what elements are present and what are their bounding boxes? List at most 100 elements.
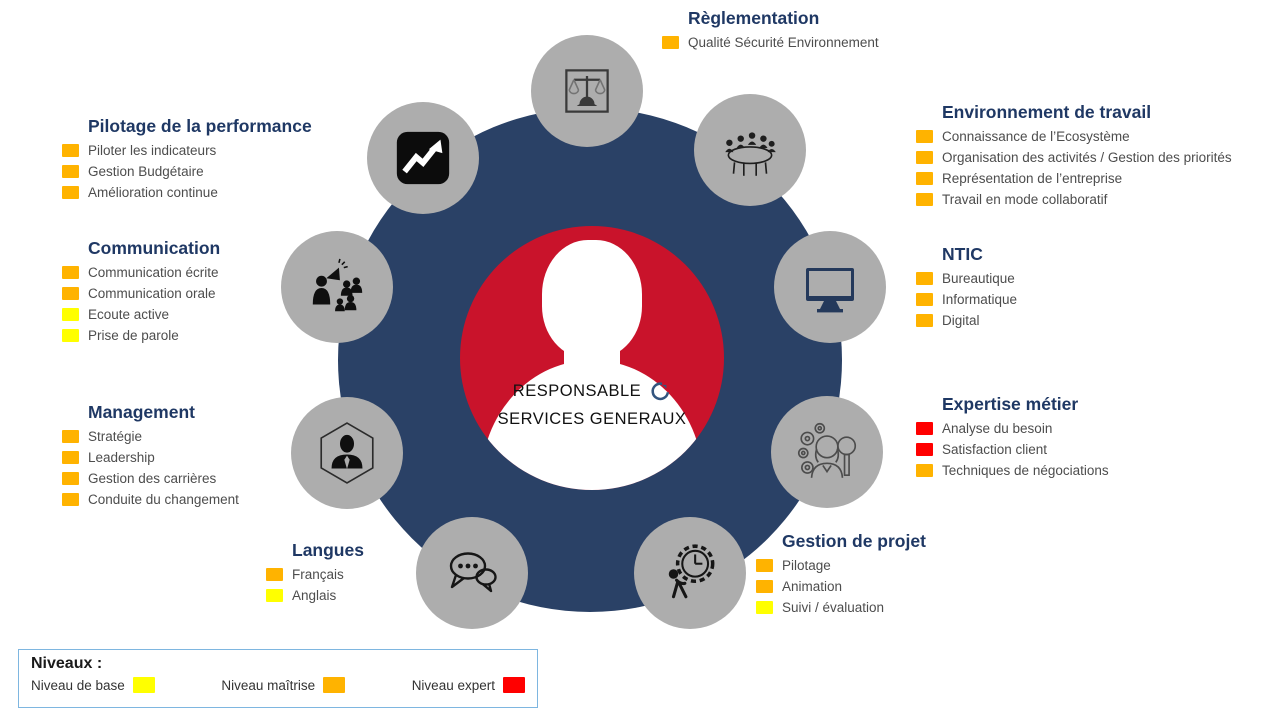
level-base-square (132, 677, 155, 693)
skill-label: Stratégie (88, 429, 143, 444)
legend-label: Niveau expert (411, 677, 495, 693)
satellite-management (291, 397, 403, 509)
satellite-ntic (774, 231, 886, 343)
skill-label: Anglais (292, 588, 337, 603)
skill-label: Techniques de négociations (942, 463, 1109, 478)
level-square-maitrise (62, 472, 79, 485)
level-square-maitrise (916, 151, 933, 164)
skill-item: Ecoute active (62, 307, 220, 322)
skill-label: Prise de parole (88, 328, 179, 343)
skill-item: Prise de parole (62, 328, 220, 343)
skill-item: Techniques de négociations (916, 463, 1109, 478)
skill-label: Organisation des activités / Gestion des… (942, 150, 1232, 165)
skill-item: Analyse du besoin (916, 421, 1109, 436)
level-square-base (62, 308, 79, 321)
level-square-base (62, 329, 79, 342)
satellite-environnement-de-travail (694, 94, 806, 206)
skill-label: Gestion des carrières (88, 471, 217, 486)
category-reglementation: Règlementation Qualité Sécurité Environn… (662, 8, 879, 56)
level-square-maitrise (62, 186, 79, 199)
level-square-maitrise (916, 272, 933, 285)
level-square-maitrise (916, 314, 933, 327)
category-title: Management (88, 402, 195, 422)
category-title: NTIC (942, 244, 983, 264)
skill-label: Bureautique (942, 271, 1015, 286)
level-square-maitrise (756, 580, 773, 593)
skill-label: Ecoute active (88, 307, 170, 322)
category-title: Communication (88, 238, 221, 258)
analyst-gears-magnifier-icon (797, 422, 857, 478)
satellite-reglementation (531, 35, 643, 147)
skill-label: Amélioration continue (88, 185, 218, 200)
skill-item: Français (266, 567, 364, 582)
skill-item: Organisation des activités / Gestion des… (916, 150, 1232, 165)
skill-item: Communication écrite (62, 265, 220, 280)
level-square-expert (916, 443, 933, 456)
center-role-circle: RESPONSABLE SERVICES GENERAUX (460, 226, 724, 490)
skill-item: Digital (916, 313, 1017, 328)
legend-title: Niveaux : (31, 655, 103, 672)
satellite-gestion-de-projet (634, 517, 746, 629)
level-square-maitrise (266, 568, 283, 581)
skill-item: Qualité Sécurité Environnement (662, 35, 879, 50)
skill-list: Qualité Sécurité Environnement (662, 35, 879, 50)
role-title-line1: RESPONSABLE (512, 381, 642, 400)
level-expert-square (502, 677, 525, 693)
skill-item: Gestion Budgétaire (62, 164, 312, 179)
skill-label: Gestion Budgétaire (88, 164, 204, 179)
category-environnement-de-travail: Environnement de travail Connaissance de… (916, 102, 1232, 213)
level-square-maitrise (62, 144, 79, 157)
skill-item: Leadership (62, 450, 239, 465)
level-square-maitrise (662, 36, 679, 49)
speech-bubbles-icon (449, 552, 497, 593)
level-square-maitrise (62, 165, 79, 178)
skill-item: Représentation de l’entreprise (916, 171, 1232, 186)
skill-item: Suivi / évaluation (756, 600, 926, 615)
level-square-maitrise (916, 293, 933, 306)
scales-icon (565, 69, 609, 113)
meeting-table-icon (725, 132, 776, 176)
level-square-maitrise (756, 559, 773, 572)
level-square-maitrise (62, 266, 79, 279)
legend-label: Niveau de base (31, 677, 125, 693)
skill-label: Informatique (942, 292, 1018, 307)
businessman-hexagon-icon (320, 422, 374, 484)
level-square-maitrise (916, 130, 933, 143)
satellite-communication (281, 231, 393, 343)
skill-label: Suivi / évaluation (782, 600, 885, 615)
skill-label: Satisfaction client (942, 442, 1048, 457)
skill-item: Animation (756, 579, 926, 594)
skill-label: Connaissance de l’Ecosystème (942, 129, 1130, 144)
legend-entry-base: Niveau de base (31, 677, 155, 693)
satellite-expertise-metier (771, 396, 883, 508)
monitor-icon (806, 268, 854, 313)
levels-legend: Niveaux : Niveau de base Niveau maîtrise… (18, 649, 538, 708)
skill-label: Digital (942, 313, 980, 328)
category-pilotage-de-la-performance: Pilotage de la performance Piloter les i… (62, 116, 312, 206)
trending-chart-icon (396, 131, 450, 185)
category-title: Environnement de travail (942, 102, 1152, 122)
role-title-line2: SERVICES GENERAUX (497, 410, 687, 428)
level-maitrise-square (323, 677, 346, 693)
skill-item: Conduite du changement (62, 492, 239, 507)
skill-item: Bureautique (916, 271, 1017, 286)
level-square-maitrise (62, 287, 79, 300)
skill-label: Qualité Sécurité Environnement (688, 35, 879, 50)
level-square-maitrise (62, 451, 79, 464)
skill-item: Satisfaction client (916, 442, 1109, 457)
legend-label: Niveau maîtrise (221, 677, 316, 693)
skill-item: Amélioration continue (62, 185, 312, 200)
level-square-maitrise (916, 172, 933, 185)
refresh-arrow-icon (651, 382, 670, 401)
megaphone-speaker-icon (312, 258, 363, 312)
skill-label: Français (292, 567, 344, 582)
